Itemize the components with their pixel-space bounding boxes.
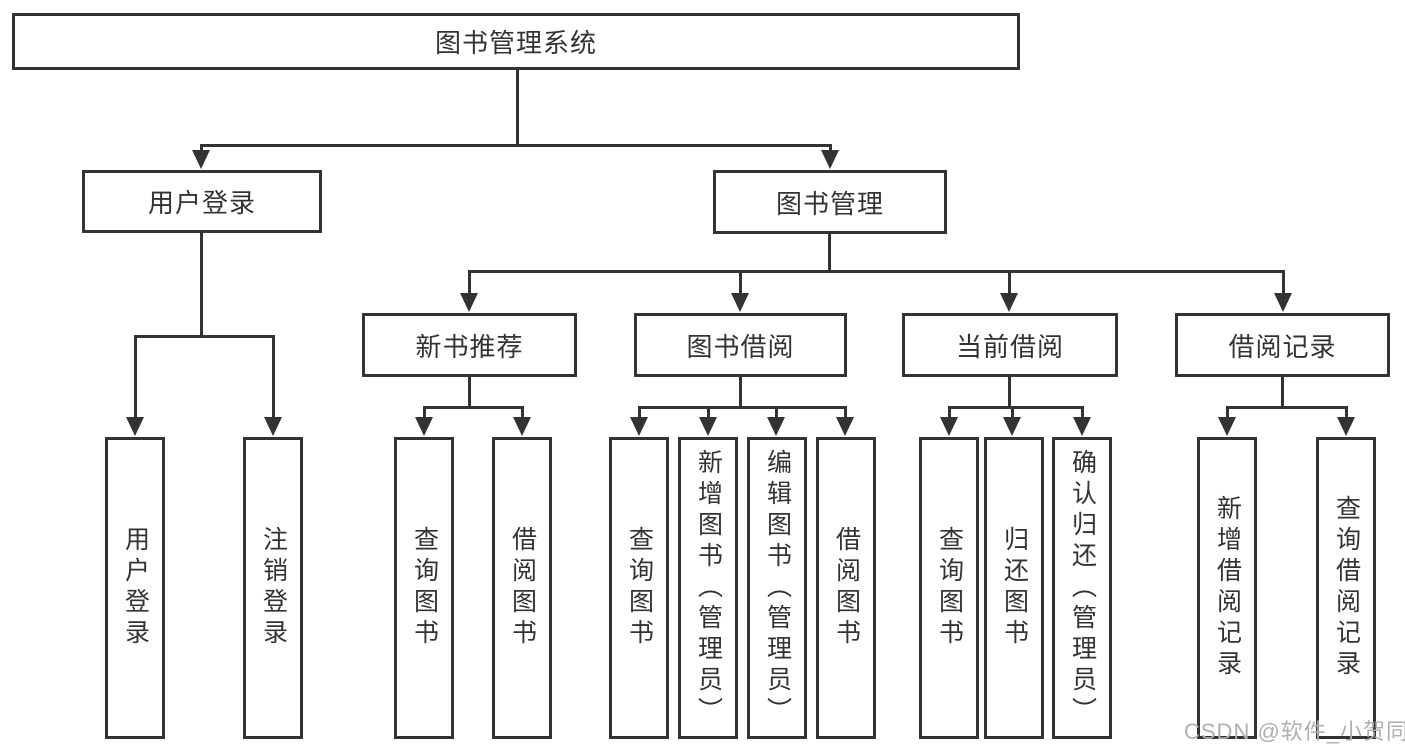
node-borrow-records: 借阅记录 [1175, 313, 1390, 377]
arrowhead-icon [192, 150, 210, 169]
arrowhead-icon [1274, 293, 1292, 312]
connector-arrow-shaft [1008, 272, 1011, 296]
leaf-logout: 注销登录 [243, 437, 303, 739]
connector-arrow-shaft [1226, 408, 1229, 420]
arrowhead-icon [415, 417, 433, 436]
leaf-return-book: 归还图书 [984, 437, 1044, 739]
connector-arrow-shaft [775, 408, 778, 420]
arrowhead-icon [731, 293, 749, 312]
connector-arrow-shaft [521, 408, 524, 420]
leaf-confirm-return-admin: 确认归还（管理员） [1052, 437, 1112, 739]
arrowhead-icon [1337, 417, 1355, 436]
arrowhead-icon [460, 293, 478, 312]
connector-arrow-shaft [829, 145, 832, 153]
arrowhead-icon [1218, 417, 1236, 436]
leaf-borrow-book: 借阅图书 [816, 437, 876, 739]
connector-line [468, 270, 1285, 273]
connector-line [516, 70, 519, 146]
arrowhead-icon [767, 417, 785, 436]
connector-arrow-shaft [1081, 408, 1084, 420]
connector-line [423, 406, 524, 409]
leaf-query-book-borrow: 查询图书 [609, 437, 669, 739]
connector-arrow-shaft [1282, 272, 1285, 296]
arrowhead-icon [836, 417, 854, 436]
node-root-library-system: 图书管理系统 [12, 13, 1020, 70]
connector-arrow-shaft [423, 408, 426, 420]
node-current-borrow: 当前借阅 [902, 313, 1118, 377]
connector-line [1226, 406, 1348, 409]
connector-arrow-shaft [272, 336, 275, 420]
connector-line [200, 233, 203, 338]
node-book-management: 图书管理 [713, 170, 947, 234]
leaf-query-book-current: 查询图书 [919, 437, 979, 739]
connector-line [134, 335, 275, 338]
arrowhead-icon [126, 417, 144, 436]
leaf-edit-book-admin: 编辑图书（管理员） [747, 437, 807, 739]
arrowhead-icon [1003, 417, 1021, 436]
leaf-query-borrow-record: 查询借阅记录 [1316, 437, 1376, 739]
connector-line [828, 234, 831, 273]
arrowhead-icon [1073, 417, 1091, 436]
node-book-borrow: 图书借阅 [634, 313, 847, 377]
leaf-borrow-book-recommend: 借阅图书 [492, 437, 552, 739]
leaf-add-borrow-record: 新增借阅记录 [1197, 437, 1257, 739]
arrowhead-icon [630, 417, 648, 436]
arrowhead-icon [940, 417, 958, 436]
arrowhead-icon [1000, 293, 1018, 312]
connector-line [1281, 377, 1284, 409]
connector-arrow-shaft [1345, 408, 1348, 420]
arrowhead-icon [821, 150, 839, 169]
arrowhead-icon [699, 417, 717, 436]
connector-line [638, 406, 847, 409]
leaf-query-book-recommend: 查询图书 [394, 437, 454, 739]
node-user-login: 用户登录 [82, 170, 322, 233]
arrowhead-icon [513, 417, 531, 436]
connector-arrow-shaft [1011, 408, 1014, 420]
connector-line [1008, 377, 1011, 409]
connector-line [468, 377, 471, 409]
connector-arrow-shaft [200, 145, 203, 153]
connector-arrow-shaft [948, 408, 951, 420]
connector-arrow-shaft [707, 408, 710, 420]
connector-arrow-shaft [739, 272, 742, 296]
connector-arrow-shaft [468, 272, 471, 296]
connector-arrow-shaft [134, 336, 137, 420]
connector-line [948, 406, 1084, 409]
connector-arrow-shaft [844, 408, 847, 420]
watermark-text: CSDN @软件_小贺同学 [1184, 719, 1405, 744]
node-new-book-recommend: 新书推荐 [362, 313, 577, 377]
arrowhead-icon [264, 417, 282, 436]
leaf-add-book-admin: 新增图书（管理员） [678, 437, 738, 739]
connector-line [200, 144, 832, 147]
leaf-user-login: 用户登录 [105, 437, 165, 739]
connector-arrow-shaft [638, 408, 641, 420]
connector-line [739, 377, 742, 409]
